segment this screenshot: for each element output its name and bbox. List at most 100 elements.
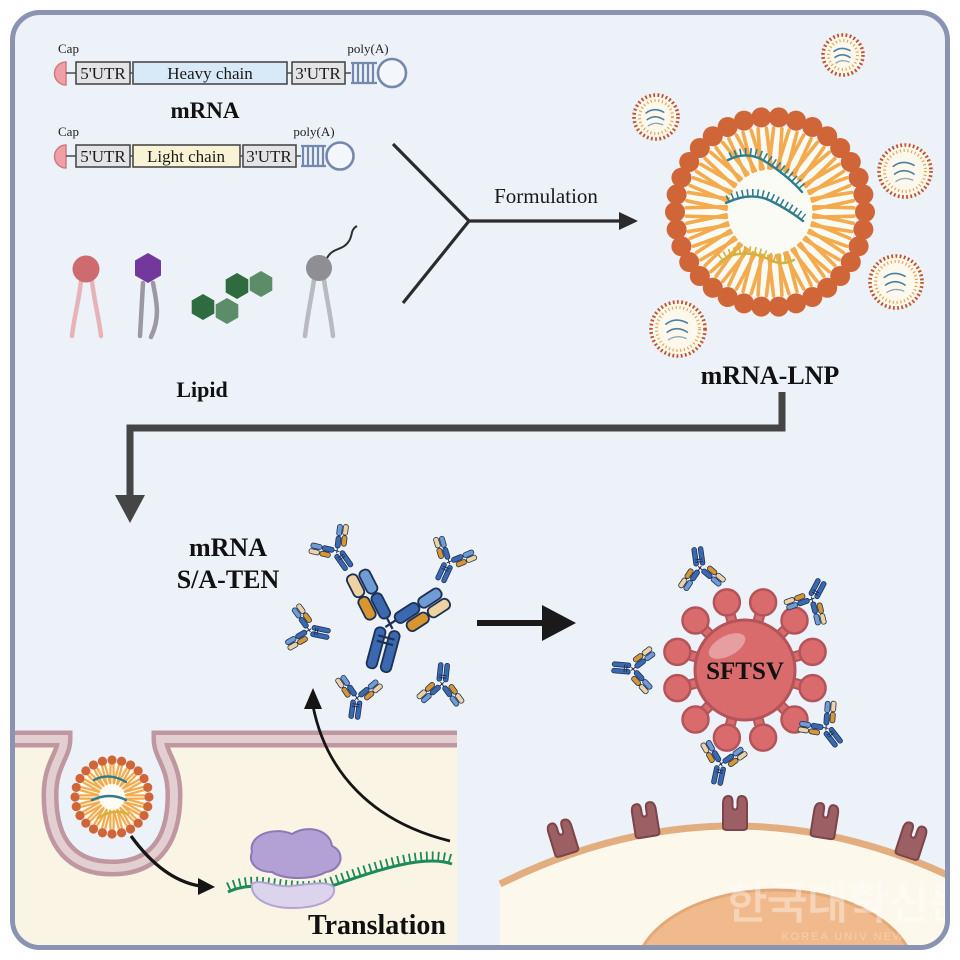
virus-capsid [693, 618, 797, 722]
spike-knob [712, 723, 742, 752]
lipid-tail [121, 774, 137, 790]
small-lnp-tails [874, 260, 918, 304]
lipid-head [107, 755, 117, 765]
lipid-head [848, 167, 869, 188]
small-lnp-mrna [666, 327, 689, 334]
lipid-tail [104, 764, 112, 785]
lipid-tail [96, 808, 108, 827]
small-lnp [649, 300, 707, 358]
virus-label: SFTSV [706, 658, 784, 685]
product-label-line1: mRNA [189, 533, 267, 562]
spike-knob [798, 637, 827, 667]
lipid-tail [122, 804, 140, 816]
small-lnp-particles [632, 33, 933, 358]
small-lnp-tails [638, 99, 674, 135]
lipid-head [70, 792, 80, 802]
lipid-tail [112, 764, 120, 785]
small-lnp-mrna [884, 280, 906, 286]
lipid-head [751, 107, 772, 128]
lipid-tail [121, 804, 137, 820]
lipid-tail [119, 769, 131, 787]
lipid-tail [775, 128, 791, 171]
antibody [417, 531, 481, 592]
lipid-tail [84, 778, 102, 790]
small-lnp-mrna [892, 161, 915, 168]
lipid-head [802, 287, 823, 308]
lipid-tail [80, 801, 101, 808]
receptor-icon [722, 795, 748, 831]
antibody [792, 695, 859, 761]
lipid-head [116, 828, 127, 838]
lipid-head [717, 287, 738, 308]
lipid-tail [123, 801, 144, 808]
lipid-tail [688, 183, 730, 203]
lipid-tail [790, 140, 820, 176]
spike-knob [681, 705, 710, 734]
receptor-icon [893, 820, 930, 862]
antibody [281, 601, 336, 659]
lipid-title: Lipid [176, 377, 227, 402]
lipid-head [71, 801, 81, 812]
lipid-head [139, 773, 149, 784]
lipid-head [853, 219, 874, 240]
lipid-tail [720, 248, 750, 284]
lipid-head [734, 293, 755, 314]
lipid-head [71, 782, 81, 793]
lipid-head [751, 296, 772, 317]
small-lnp-tails [655, 306, 701, 352]
lipid-tail [89, 806, 105, 822]
small-lnp-mrna [895, 177, 914, 183]
spike-knob [780, 606, 809, 635]
lipid-tail [87, 804, 103, 820]
lipid-head [855, 202, 875, 222]
lipid-head [853, 184, 874, 205]
lipid-tail [741, 130, 755, 174]
sftsv-virus: SFTSV [663, 588, 827, 752]
lipid-head [133, 818, 143, 828]
watermark-text: 한국대학신문 [727, 878, 950, 929]
lipid-head [830, 137, 851, 158]
lnp-core [684, 126, 856, 298]
lipid-head [671, 167, 692, 188]
translation-label: Translation [308, 910, 446, 941]
lipid-tail [812, 198, 856, 211]
formulation-arrow: Formulation [391, 142, 638, 305]
secretion-arrow [304, 688, 451, 843]
endosome-to-ribosome-arrow [129, 835, 215, 895]
cap-icon [53, 144, 67, 169]
endosome-lnp-cargo [90, 775, 130, 820]
lipid-head [702, 277, 723, 298]
lipid-head [802, 116, 823, 137]
lipid-tail [792, 246, 813, 288]
lipid-tail [84, 804, 102, 816]
lipid-head [666, 184, 687, 205]
lipid-tail [812, 213, 856, 226]
lipid-head [75, 810, 85, 821]
cap-label: Cap [58, 41, 79, 56]
lipid-head [88, 760, 99, 770]
construct-heavy-chain: Cap poly(A) 5'UTR Heavy chain 3'UTR [53, 41, 408, 89]
lipid-head [143, 801, 153, 812]
lipid-tail [119, 772, 135, 788]
lipid-tail [124, 789, 145, 797]
cell-membrane-inner [15, 735, 457, 873]
polya-label: poly(A) [347, 41, 388, 56]
small-lnp-mrna [667, 336, 687, 341]
ribosome-large-subunit [250, 828, 342, 879]
lipid-tail [810, 221, 852, 241]
small-lnp-mrna [646, 115, 665, 121]
watermark: 한국대학신문 KOREA UNIV NEWS [727, 878, 950, 943]
lipid-tail [116, 765, 123, 786]
lipid-head [97, 828, 108, 838]
figure-panel: Cap poly(A) 5'UTR Heavy chain 3'UTR mRNA [10, 10, 950, 950]
small-lnp-mrna [883, 272, 906, 279]
lipid-tail [119, 807, 131, 825]
lipid-tail [798, 241, 826, 279]
lipid-tail [749, 253, 765, 296]
lipid-head [81, 818, 91, 828]
polya-tail-icon [351, 57, 408, 89]
lipid-tail [124, 797, 145, 805]
lipid-head [107, 829, 117, 839]
receptor-icon [545, 817, 581, 859]
